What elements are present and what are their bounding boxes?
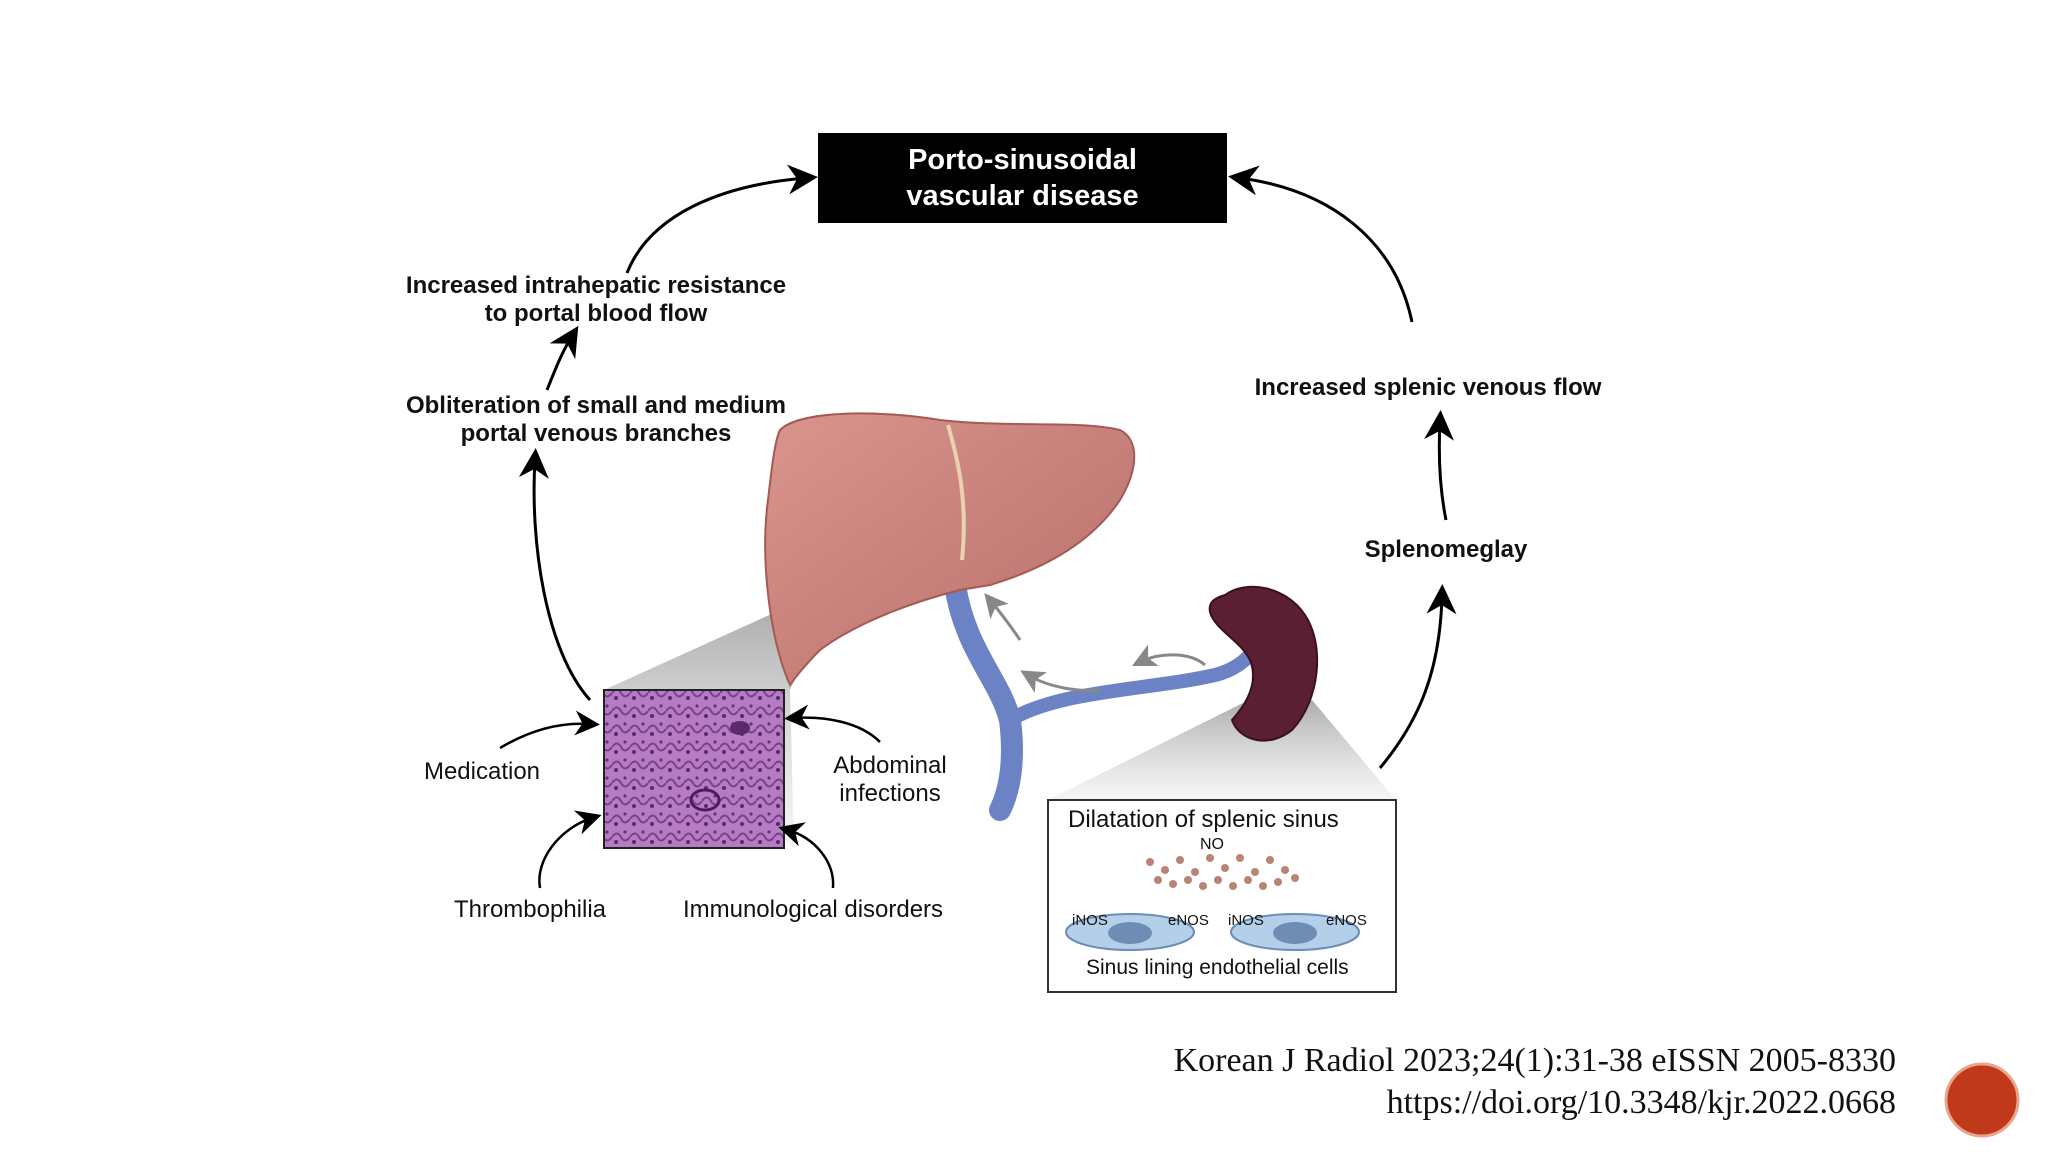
splenic-flow-label: Increased splenic venous flow <box>1254 374 1602 401</box>
arrow-spleen-to-splenomegaly <box>1378 584 1457 769</box>
splenomegaly-label: Splenomeglay <box>1364 536 1528 563</box>
resistance-label: Increased intrahepatic resistance to por… <box>405 272 787 327</box>
medication-label: Medication <box>423 758 541 785</box>
no-particles <box>1146 854 1299 890</box>
enos-label-2: eNOS <box>1326 912 1367 929</box>
no-label: NO <box>1200 836 1224 853</box>
slide-badge <box>1944 1062 2020 1138</box>
citation-journal: Korean J Radiol 2023;24(1):31-38 eISSN 2… <box>1173 1042 1896 1079</box>
enos-label-1: eNOS <box>1168 912 1209 929</box>
splenic-sinus-inset <box>1047 799 1397 993</box>
citation-doi: https://doi.org/10.3348/kjr.2022.0668 <box>1386 1084 1896 1121</box>
inos-label-1: iNOS <box>1072 912 1108 929</box>
abdominal-infections-label: Abdominal infections <box>833 752 947 807</box>
inset-caption: Sinus lining endothelial cells <box>1086 956 1349 979</box>
flow-arrow-3 <box>984 593 1022 641</box>
arrow-to-title-left <box>625 164 818 274</box>
title-line-2: vascular disease <box>906 180 1139 212</box>
arrow-thrombophilia <box>538 810 602 889</box>
obliteration-label: Obliteration of small and medium portal … <box>405 392 787 447</box>
immunological-label: Immunological disorders <box>682 896 944 923</box>
splenic-vein <box>1003 648 1257 727</box>
inset-title: Dilatation of splenic sinus <box>1068 806 1339 833</box>
spleen-zoom-shadow <box>1048 692 1396 800</box>
arrow-immunological <box>778 822 835 889</box>
inos-label-2: iNOS <box>1228 912 1264 929</box>
liver-illustration <box>764 412 1136 688</box>
arrow-medication <box>499 710 600 750</box>
arrow-splenomegaly-to-flow <box>1424 410 1455 521</box>
title-line-1: Porto-sinusoidal <box>908 144 1137 176</box>
flow-arrow-2 <box>1020 670 1101 693</box>
thrombophilia-label: Thrombophilia <box>453 896 607 923</box>
arrow-abdominal <box>784 704 881 743</box>
flow-arrow-1 <box>1131 644 1206 667</box>
histology-image <box>603 689 785 849</box>
arrow-to-title-right <box>1228 165 1414 323</box>
liver-ligament <box>946 424 966 561</box>
arrow-obliteration-to-resistance <box>545 325 579 391</box>
spleen-illustration <box>1208 585 1319 742</box>
citation: Korean J Radiol 2023;24(1):31-38 eISSN 2… <box>1174 1040 1896 1124</box>
title-box: Porto-sinusoidal vascular disease <box>818 133 1227 223</box>
arrow-histology-to-obliteration <box>518 448 592 702</box>
